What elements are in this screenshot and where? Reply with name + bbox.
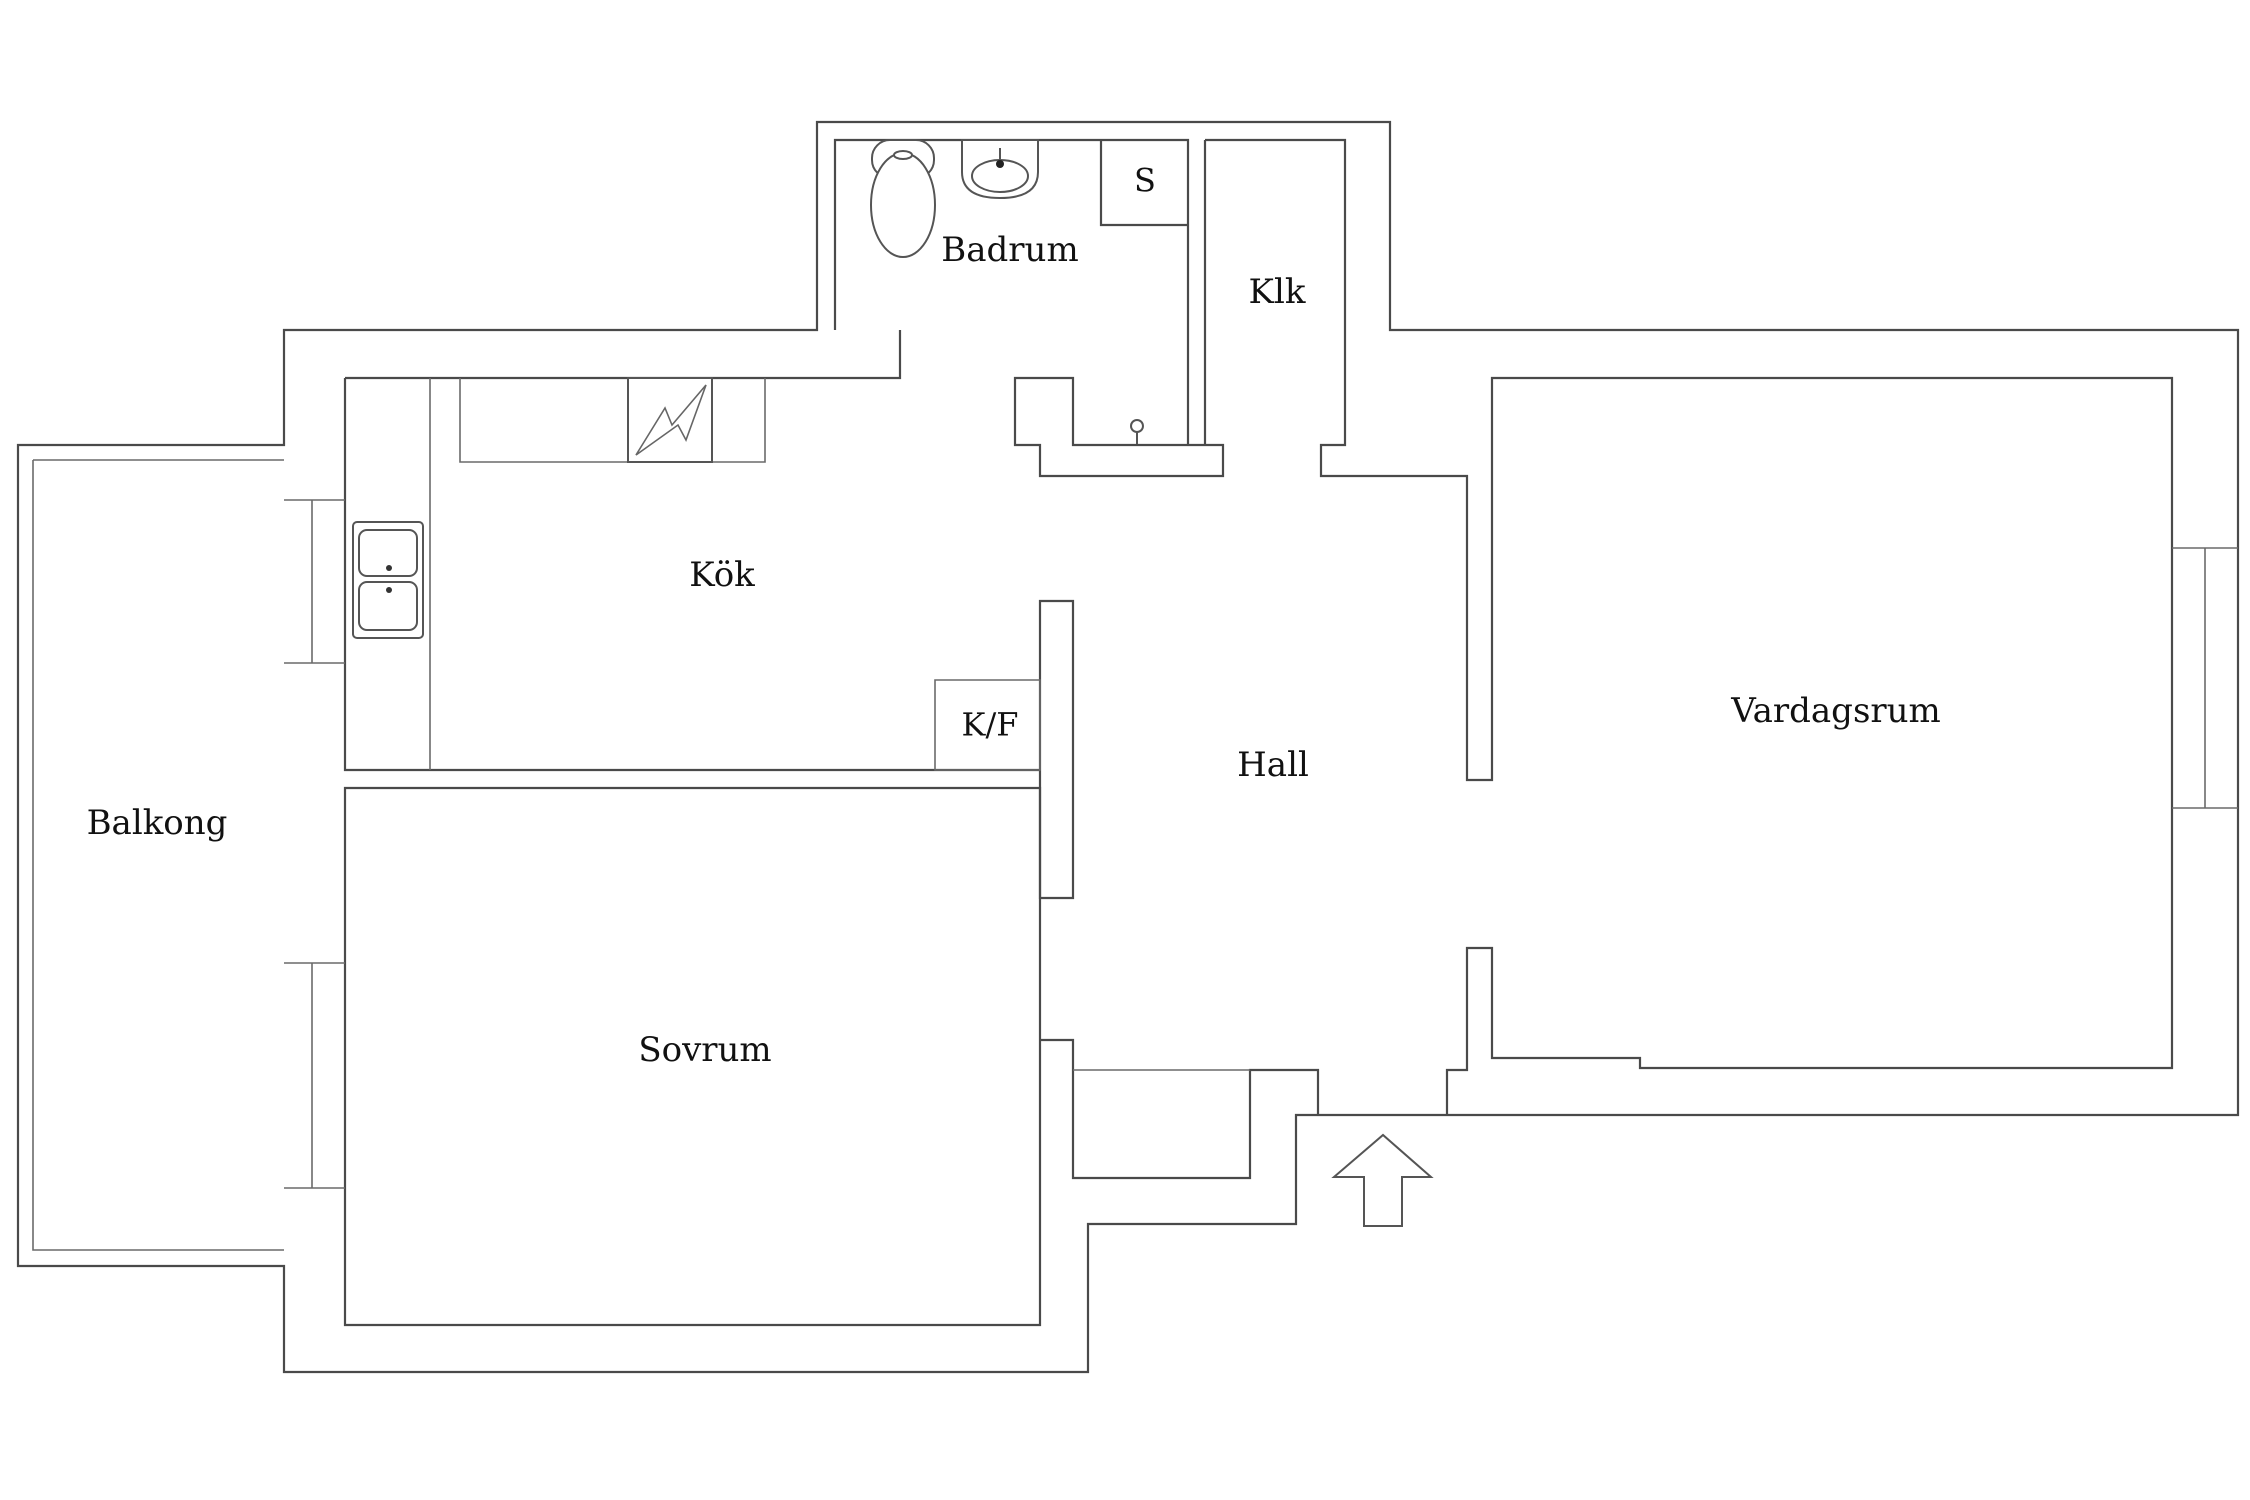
floor-drain-icon — [1130, 419, 1144, 444]
label-shower: S — [1134, 162, 1156, 200]
label-balkong: Balkong — [87, 803, 228, 843]
label-kok: Kök — [689, 555, 755, 595]
double-sink-icon — [352, 521, 424, 639]
stove-icon — [627, 377, 713, 463]
label-hall: Hall — [1237, 745, 1309, 785]
label-kf: K/F — [962, 706, 1019, 744]
fixtures — [352, 139, 1434, 1227]
washbasin-icon — [961, 139, 1039, 200]
label-klk: Klk — [1249, 272, 1306, 312]
toilet-icon — [870, 139, 936, 258]
label-sovrum: Sovrum — [638, 1030, 771, 1070]
entrance-arrow-icon — [1331, 1133, 1434, 1227]
label-vardagsrum: Vardagsrum — [1730, 691, 1941, 731]
label-badrum: Badrum — [941, 230, 1078, 270]
walls — [16, 120, 2240, 1374]
room-labels: Badrum S Klk Kök K/F Hall Vardagsrum Bal… — [87, 162, 1941, 1071]
